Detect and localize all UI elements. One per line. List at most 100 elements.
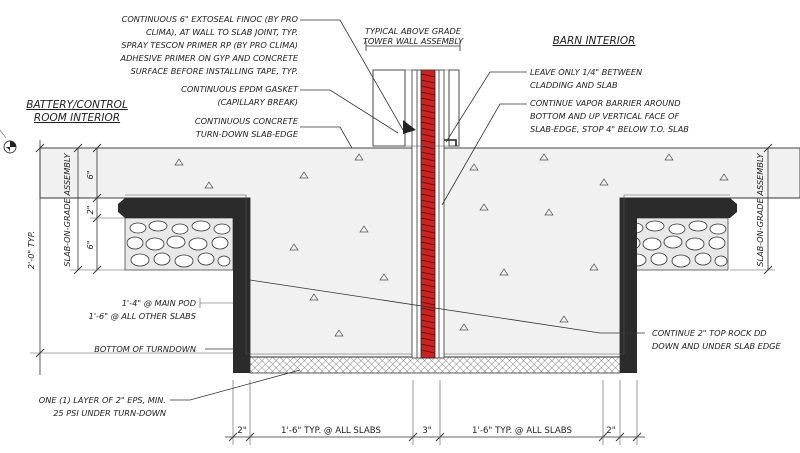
wall-core-hatch-line — [420, 349, 436, 354]
wall-core-hatch-line — [420, 145, 436, 150]
wall-core-hatch-line — [420, 115, 436, 120]
wall-core-hatch-line — [420, 91, 436, 96]
typ-height-label: 2'-0" TYP. — [26, 231, 36, 269]
wall-core-hatch-line — [420, 307, 436, 312]
note-eps: ONE (1) LAYER OF 2" EPS, MIN. 25 PSI UND… — [39, 395, 166, 418]
wall-core-hatch-line — [420, 175, 436, 180]
epdm-gasket — [403, 120, 416, 134]
svg-text:1'-6" TYP. @ ALL SLABS: 1'-6" TYP. @ ALL SLABS — [281, 426, 381, 436]
svg-text:(CAPILLARY BREAK): (CAPILLARY BREAK) — [217, 97, 298, 107]
svg-text:1'-4" @ MAIN POD: 1'-4" @ MAIN POD — [122, 298, 196, 308]
membrane-left — [118, 198, 250, 373]
note-extoseal: CONTINUOUS 6" EXTOSEAL FINOC (BY PRO CLI… — [119, 14, 298, 76]
svg-text:1'-6" @ ALL OTHER SLABS: 1'-6" @ ALL OTHER SLABS — [89, 311, 196, 321]
wall-core-hatch-line — [420, 181, 436, 186]
slab-assembly-label-right: SLAB-ON-GRADE ASSEMBLY — [755, 152, 765, 266]
bottom-dimension-labels: 2" 1'-6" TYP. @ ALL SLABS 3" 1'-6" TYP. … — [237, 426, 615, 436]
wall-core-hatch-line — [420, 337, 436, 342]
gravel-bed-right — [621, 217, 729, 271]
note-gap: LEAVE ONLY 1/4" BETWEEN CLADDING AND SLA… — [530, 67, 642, 90]
tower-wall-bracket — [365, 41, 461, 51]
wall-core-hatch-line — [420, 253, 436, 258]
svg-text:LEAVE ONLY 1/4" BETWEEN: LEAVE ONLY 1/4" BETWEEN — [530, 67, 642, 77]
dim-6-top: 6" — [85, 171, 95, 180]
svg-text:CLADDING AND SLAB: CLADDING AND SLAB — [530, 80, 618, 90]
extoseal-tape — [444, 139, 457, 146]
svg-text:TURN-DOWN SLAB-EDGE: TURN-DOWN SLAB-EDGE — [196, 129, 299, 139]
wall-core-hatch-line — [420, 169, 436, 174]
note-bottom-of-turndown: BOTTOM OF TURNDOWN — [94, 344, 196, 354]
svg-text:3": 3" — [422, 426, 431, 436]
svg-text:SPRAY TESCON PRIMER RP (BY PRO: SPRAY TESCON PRIMER RP (BY PRO CLIMA) — [121, 40, 298, 50]
battery-room-label: BATTERY/CONTROL — [26, 99, 128, 111]
wall-core-hatch-line — [420, 151, 436, 156]
svg-text:ONE (1) LAYER OF 2" EPS, MIN.: ONE (1) LAYER OF 2" EPS, MIN. — [39, 395, 166, 405]
wall-core-hatch-line — [420, 217, 436, 222]
wall-core-hatch-line — [420, 235, 436, 240]
wall-core-hatch-line — [420, 127, 436, 132]
extension-lines — [30, 197, 233, 354]
svg-text:CONTINUE VAPOR BARRIER AROUND: CONTINUE VAPOR BARRIER AROUND — [530, 98, 681, 108]
svg-text:2": 2" — [237, 426, 246, 436]
svg-text:SURFACE BEFORE INSTALLING TAPE: SURFACE BEFORE INSTALLING TAPE, TYP. — [131, 66, 298, 76]
wall-core-hatch-line — [420, 121, 436, 126]
barn-interior-label: BARN INTERIOR — [553, 35, 636, 47]
wall-core-hatch-line — [420, 247, 436, 252]
cladding-left — [372, 69, 406, 147]
datum-marker — [0, 129, 17, 154]
wall-core-hatch-line — [420, 139, 436, 144]
wall-core-hatch-line — [420, 79, 436, 84]
membrane-right — [620, 198, 737, 373]
wall-core-hatch-line — [420, 187, 436, 192]
note-vapor: CONTINUE VAPOR BARRIER AROUND BOTTOM AND… — [530, 98, 689, 134]
eps-layer-crosshatch — [250, 357, 620, 373]
wall-core-hatch-line — [420, 97, 436, 102]
gravel-bed-left — [124, 217, 234, 271]
wall-core-hatch — [420, 73, 436, 354]
wall-core-hatch-line — [420, 301, 436, 306]
svg-text:SLAB-EDGE, STOP 4" BELOW T.O.: SLAB-EDGE, STOP 4" BELOW T.O. SLAB — [530, 124, 689, 134]
wall-core-hatch-line — [420, 289, 436, 294]
wall-core-hatch-line — [420, 319, 436, 324]
svg-text:BOTTOM AND UP VERTICAL FACE OF: BOTTOM AND UP VERTICAL FACE OF — [530, 111, 679, 121]
wall-core-hatch-line — [420, 277, 436, 282]
concrete-aggregate — [174, 153, 729, 337]
wall-core-hatch-line — [420, 85, 436, 90]
svg-text:CONTINUOUS 6" EXTOSEAL FINOC (: CONTINUOUS 6" EXTOSEAL FINOC (BY PRO — [122, 14, 299, 24]
dim-2-mid: 2" — [85, 206, 95, 215]
wall-core-hatch-line — [420, 241, 436, 246]
wall-core-hatch-line — [420, 283, 436, 288]
wall-core-hatch-line — [420, 193, 436, 198]
wall-core-hatch-line — [420, 205, 436, 210]
note-rock: CONTINUE 2" TOP ROCK DD DOWN AND UNDER S… — [652, 328, 781, 351]
note-epdm: CONTINUOUS EPDM GASKET (CAPILLARY BREAK) — [181, 84, 299, 107]
wall-core-hatch-line — [420, 271, 436, 276]
note-leaders — [170, 19, 645, 401]
wall-core-hatch-line — [420, 343, 436, 348]
wall-core-hatch-line — [420, 133, 436, 138]
svg-text:ADHESIVE PRIMER ON GYP AND CON: ADHESIVE PRIMER ON GYP AND CONCRETE — [119, 53, 298, 63]
svg-text:1'-6" TYP. @ ALL SLABS: 1'-6" TYP. @ ALL SLABS — [472, 426, 572, 436]
note-pod: 1'-4" @ MAIN POD 1'-6" @ ALL OTHER SLABS — [89, 298, 196, 321]
wall-core-hatch-line — [420, 223, 436, 228]
battery-room-label-2: ROOM INTERIOR — [34, 112, 120, 124]
wall-core-hatch-line — [420, 259, 436, 264]
svg-text:CONTINUOUS CONCRETE: CONTINUOUS CONCRETE — [195, 116, 299, 126]
note-turndown: CONTINUOUS CONCRETE TURN-DOWN SLAB-EDGE — [195, 116, 299, 139]
svg-text:CLIMA), AT WALL TO SLAB JOINT,: CLIMA), AT WALL TO SLAB JOINT, TYP. — [146, 27, 298, 37]
wall-core-hatch-line — [420, 211, 436, 216]
wall-core-hatch-line — [420, 73, 436, 78]
wall-core-hatch-line — [420, 157, 436, 162]
bottom-extension-lines — [232, 380, 638, 445]
wall-core-hatch-line — [420, 325, 436, 330]
wall-core-hatch-line — [420, 313, 436, 318]
wall-core-hatch-line — [420, 229, 436, 234]
tower-wall-label: TYPICAL ABOVE GRADE — [365, 26, 462, 36]
svg-text:2": 2" — [606, 426, 615, 436]
wall-core-hatch-line — [420, 109, 436, 114]
svg-text:25 PSI UNDER TURN-DOWN: 25 PSI UNDER TURN-DOWN — [53, 408, 166, 418]
svg-text:DOWN AND UNDER SLAB EDGE: DOWN AND UNDER SLAB EDGE — [652, 341, 781, 351]
wall-core-hatch-line — [420, 103, 436, 108]
slab-assembly-label-left: SLAB-ON-GRADE ASSEMBLY — [62, 152, 72, 266]
